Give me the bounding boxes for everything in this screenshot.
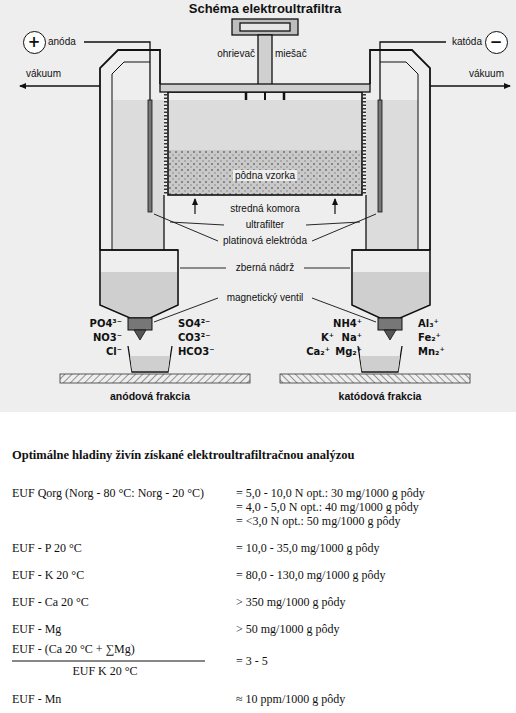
ion-label: SO4²⁻ [178,318,210,329]
table-cell: EUF - Mn [12,692,61,707]
table-cell: EUF K 20 °C [72,664,137,679]
port-label: vákuum [26,68,61,79]
table-cell: EUF - Ca 20 °C [12,595,89,610]
table-cell: EUF - K 20 °C [12,568,84,583]
part-label: ohrievač [217,48,255,59]
ion-label: PO4³⁻ [90,318,122,329]
fraction-bar [12,661,205,662]
terminal-label: anóda [48,36,76,47]
terminal-label: katóda [452,36,482,47]
schema-ground [0,0,516,412]
table-cell: ≈ 10 ppm/1000 g pôdy [236,692,345,707]
table-cell: EUF - Mg [12,622,61,637]
part-label: miešač [275,48,307,59]
ion-label: HCO3⁻ [178,346,214,357]
part-label: zberná nádrž [234,262,296,273]
ion-label: CO3²⁻ [178,332,210,343]
terminal-sign: − [490,35,503,50]
ion-label: Mg₂⁺ [335,346,362,357]
table-cell: = 4,0 - 5,0 N opt.: 40 mg/1000 g pôdy [236,500,419,515]
part-label: platinová elektróda [221,235,309,246]
terminal-circle: + [23,31,46,54]
diagram-title: Schéma elektroultrafiltra [189,1,341,16]
terminal-sign: + [28,35,41,50]
table-cell: EUF - P 20 °C [12,541,82,556]
ion-label: Fe₂⁺ [418,332,441,343]
part-label: ultrafilter [244,219,286,230]
table-cell: = 10,0 - 35,0 mg/1000 g pôdy [236,541,379,556]
middle-chamber [160,84,370,195]
ion-label: Ca₂⁺ [306,346,330,357]
table-cell: EUF - (Ca 20 °C + ∑Mg) [12,642,135,657]
ion-label: Cl⁻ [106,346,122,357]
part-label: stredná komora [228,203,301,214]
port-label: vákuum [469,68,504,79]
ion-label: Al₃⁺ [418,318,439,329]
table-cell: > 350 mg/1000 g pôdy [236,595,345,610]
table-heading: Optimálne hladiny živín získané elektrou… [12,448,355,463]
table-cell: = 80,0 - 130,0 mg/1000 g pôdy [236,568,385,583]
table-cell: = <3,0 N opt.: 50 mg/1000 g pôdy [236,514,401,529]
table-cell: EUF Qorg (Norg - 80 °C: Norg - 20 °C) [12,486,204,501]
part-label: pôdna vzorka [233,170,297,181]
fraction-label: katódová frakcia [339,390,422,402]
table-cell: = 3 - 5 [236,654,268,669]
electrode-compartment [20,42,250,383]
fraction-label: anódová frakcia [110,390,190,402]
table-cell: > 50 mg/1000 g pôdy [236,622,339,637]
part-label: magnetický ventil [225,292,306,303]
ion-label: Mn₂⁺ [418,346,445,357]
table-cell: = 5,0 - 10,0 N opt.: 30 mg/1000 g pôdy [236,486,425,501]
electrode-compartment [280,42,510,383]
terminal-circle: − [485,31,508,54]
ion-label: Na⁺ [342,332,362,343]
ion-label: NO3⁻ [93,332,122,343]
ion-label: NH4⁺ [333,318,362,329]
ion-label: K⁺ [321,332,334,343]
